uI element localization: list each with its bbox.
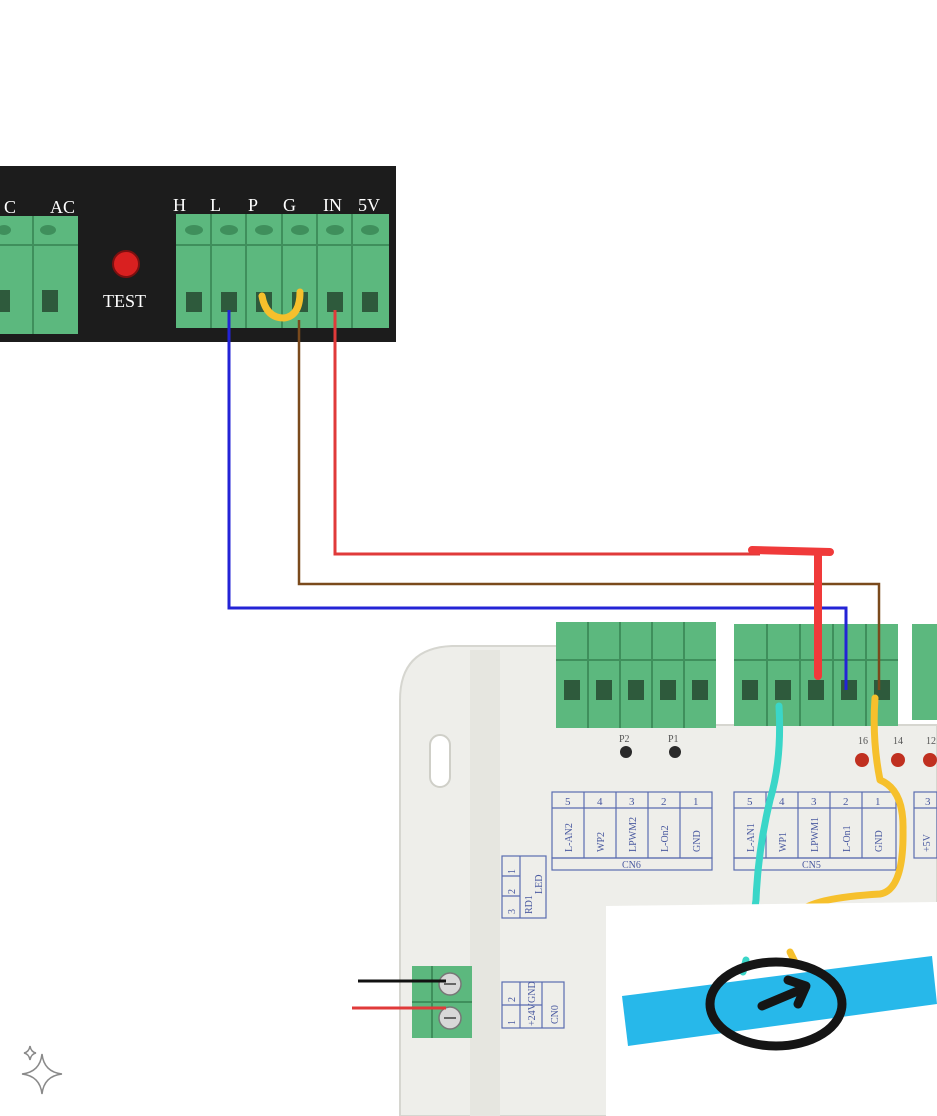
red-marker-t — [748, 546, 834, 680]
laser-power-supply: C AC TEST H L P — [0, 166, 396, 342]
psu-label-c: C — [4, 197, 16, 217]
led-14 — [891, 753, 905, 767]
side-connector-a-table — [501, 855, 547, 919]
cn5-label-lpwm1: LPWM1 — [810, 817, 821, 852]
cn6-pin-1: 1 — [693, 796, 699, 808]
led-p2 — [620, 746, 632, 758]
cn6-pin-5: 5 — [565, 796, 571, 808]
side-a-label-led: LED — [534, 875, 545, 894]
cn6-label-gnd: GND — [692, 830, 703, 852]
cn6-label-l-on2: L-On2 — [660, 825, 671, 852]
side-a-pin-3: 3 — [507, 909, 518, 914]
test-label: TEST — [103, 291, 146, 311]
psu-terminal-label-h: H — [173, 195, 186, 215]
side-connector-b-table — [501, 981, 565, 1029]
side-b-name: CN0 — [550, 1005, 561, 1024]
partial-pin-3: 3 — [925, 796, 931, 808]
side-a-pin-2: 2 — [507, 889, 518, 894]
cn5-label-l-an1: L-AN1 — [746, 823, 757, 852]
cn6-pin-2: 2 — [661, 796, 667, 808]
partial-label-5v: +5V — [922, 833, 933, 852]
psu-terminal-label-p: P — [248, 195, 258, 215]
cn5-name: CN5 — [802, 860, 821, 871]
psu-terminal-label-g: G — [283, 195, 296, 215]
side-b-label-gnd: GND — [527, 981, 538, 1003]
partial-terminal-block-right — [912, 624, 937, 720]
sparkle-icon — [21, 1045, 63, 1095]
cn5-pin-5: 5 — [747, 796, 753, 808]
cn6-terminal-block — [556, 622, 716, 728]
side-b-pin-1: 1 — [507, 1020, 518, 1025]
cn5-pin-4: 4 — [779, 796, 785, 808]
p-g-jumper-marker — [258, 288, 304, 322]
cn6-label-lpwm2: LPWM2 — [628, 817, 639, 852]
cn6-pin-3: 3 — [629, 796, 635, 808]
psu-terminal-label-5v: 5V — [358, 195, 380, 215]
cn5-label-l-on1: L-On1 — [842, 825, 853, 852]
wire-in-red — [333, 310, 760, 556]
led-16 — [855, 753, 869, 767]
led-p1 — [669, 746, 681, 758]
cn5-pin-1: 1 — [875, 796, 881, 808]
cn5-pin-2: 2 — [843, 796, 849, 808]
side-a-pin-1: 1 — [507, 869, 518, 874]
wire-l-blue — [227, 310, 848, 690]
led-12 — [923, 753, 937, 767]
arrow-icon — [757, 975, 811, 1011]
cn6-pin-4: 4 — [597, 796, 603, 808]
psu-terminal-label-in: IN — [323, 195, 342, 215]
cn5-label-gnd: GND — [874, 830, 885, 852]
mounting-slot — [429, 734, 451, 788]
cn6-pin-table — [551, 791, 713, 871]
cn6-name: CN6 — [622, 860, 641, 871]
led-label-14: 14 — [893, 736, 903, 747]
led-label-p2: P2 — [619, 734, 630, 745]
led-label-p1: P1 — [668, 734, 679, 745]
test-button[interactable] — [112, 250, 140, 278]
side-b-pin-2: 2 — [507, 997, 518, 1002]
psu-label-ac: AC — [50, 197, 75, 217]
led-label-16: 16 — [858, 736, 868, 747]
cn5-pin-3: 3 — [811, 796, 817, 808]
side-b-label-24v: +24V — [527, 1002, 538, 1026]
psu-terminal-label-l: L — [210, 195, 221, 215]
wire-g-brown — [297, 320, 881, 690]
psu-ac-terminal-block — [0, 216, 78, 334]
cn6-label-wp2: WP2 — [596, 832, 607, 852]
side-a-label-rd1: RD1 — [524, 895, 535, 914]
led-label-12: 12 — [926, 736, 936, 747]
cn6-label-l-an2: L-AN2 — [564, 823, 575, 852]
status-leds — [620, 746, 937, 767]
power-input-terminal — [412, 966, 472, 1038]
cn5-label-wp1: WP1 — [778, 832, 789, 852]
psu-signal-terminal-block — [176, 214, 389, 328]
highlight-circle — [705, 957, 847, 1051]
